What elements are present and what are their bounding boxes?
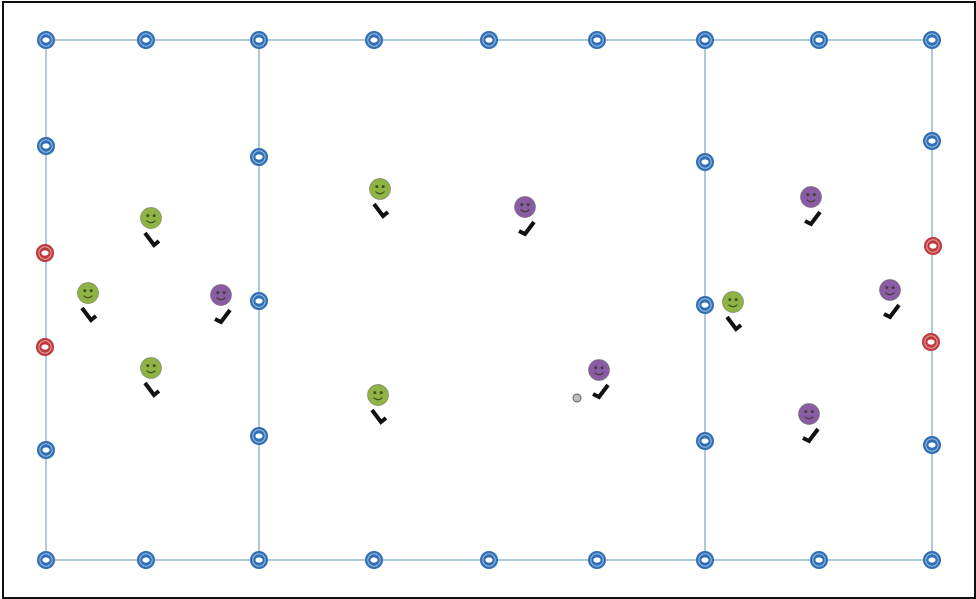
players-layer [77,178,901,444]
smiley-icon [800,186,822,208]
smiley-icon [798,403,820,425]
ball-layer [572,393,582,403]
cone-red-icon [36,244,54,262]
hockey-stick-icon [592,383,610,400]
player-green [722,291,744,332]
player-purple [879,279,901,320]
cone-blue-icon [137,31,155,49]
cone-blue-icon [923,132,941,150]
hockey-stick-icon [80,306,98,323]
cone-red-icon [924,237,942,255]
cone-blue-icon [480,551,498,569]
player-green [77,282,99,323]
cone-blue-icon [250,292,268,310]
cone-blue-icon [37,551,55,569]
cone-blue-icon [696,432,714,450]
cone-blue-icon [37,441,55,459]
smiley-icon [514,196,536,218]
cone-blue-icon [696,551,714,569]
cone-blue-icon [923,436,941,454]
player-purple [800,186,822,227]
field-lines [45,39,933,561]
cone-blue-icon [810,551,828,569]
hockey-stick-icon [804,210,822,227]
cone-blue-icon [588,31,606,49]
cone-blue-icon [365,551,383,569]
player-purple [588,359,610,400]
cone-blue-icon [137,551,155,569]
player-green [367,384,389,425]
smiley-icon [77,282,99,304]
cone-blue-icon [250,551,268,569]
player-green [369,178,391,219]
cone-blue-icon [37,137,55,155]
smiley-icon [588,359,610,381]
hockey-stick-icon [143,381,161,398]
cone-blue-icon [696,296,714,314]
smiley-icon [367,384,389,406]
cone-blue-icon [810,31,828,49]
cone-blue-icon [37,31,55,49]
hockey-stick-icon [214,308,232,325]
player-green [140,357,162,398]
cone-blue-icon [250,31,268,49]
hockey-stick-icon [143,231,161,248]
cone-red-icon [922,333,940,351]
smiley-icon [210,284,232,306]
cone-blue-icon [250,148,268,166]
smiley-icon [140,357,162,379]
hockey-stick-icon [883,303,901,320]
cone-blue-icon [588,551,606,569]
cone-blue-icon [365,31,383,49]
cone-blue-icon [696,153,714,171]
field-outer-boundary [45,39,933,561]
cone-blue-icon [923,551,941,569]
player-purple [210,284,232,325]
smiley-icon [722,291,744,313]
cone-blue-icon [480,31,498,49]
smiley-icon [369,178,391,200]
player-green [140,207,162,248]
cone-blue-icon [250,427,268,445]
player-purple [798,403,820,444]
hockey-stick-icon [518,220,536,237]
hockey-stick-icon [802,427,820,444]
player-purple [514,196,536,237]
cone-red-icon [36,338,54,356]
cone-blue-icon [923,31,941,49]
ball-icon [572,393,582,403]
cone-blue-icon [696,31,714,49]
hockey-stick-icon [372,202,390,219]
hockey-stick-icon [725,315,743,332]
cones-layer [36,31,942,569]
smiley-icon [879,279,901,301]
smiley-icon [140,207,162,229]
hockey-stick-icon [370,408,388,425]
